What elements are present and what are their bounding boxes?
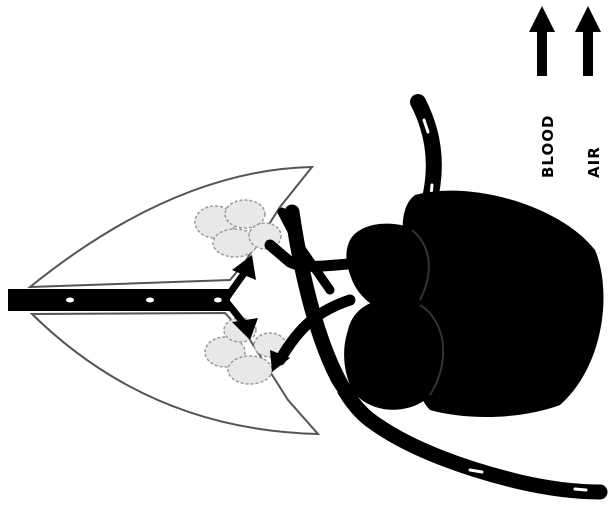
trachea xyxy=(8,289,230,311)
blood-legend-arrow xyxy=(529,6,555,76)
air-legend-arrow xyxy=(575,6,601,76)
blood-legend-label: BLOOD xyxy=(539,115,557,178)
lower-lung-lobe xyxy=(32,313,318,434)
air-legend-label: AIR xyxy=(585,146,603,178)
